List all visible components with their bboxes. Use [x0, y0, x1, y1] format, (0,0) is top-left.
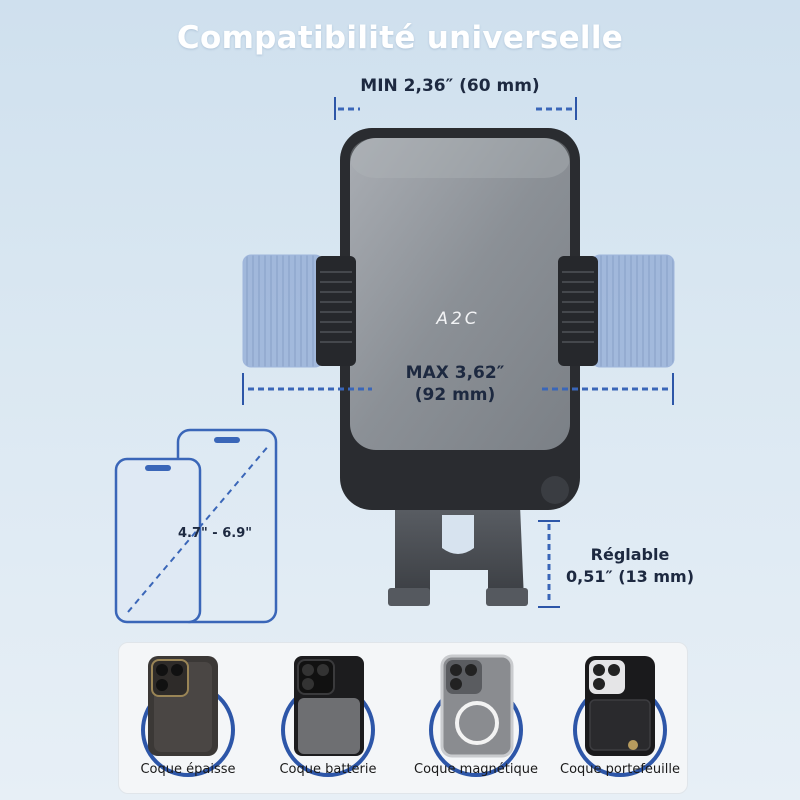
case-label-wallet: Coque portefeuille	[560, 762, 680, 777]
adjustable-line1: Réglable	[590, 545, 670, 564]
min-width-label: MIN 2,36″ (60 mm)	[360, 76, 540, 96]
max-width-line2: (92 mm)	[414, 385, 496, 405]
left-grip	[316, 256, 356, 366]
min-dimension-marker	[334, 97, 577, 120]
phone-size-range: 4.7" - 6.9"	[177, 526, 253, 541]
right-arm-extended	[591, 254, 675, 368]
phone-small-outline	[114, 457, 202, 624]
page-title: Compatibilité universelle	[176, 20, 624, 56]
max-width-label: MAX 3,62″ (92 mm)	[380, 362, 530, 406]
case-label-magnetic: Coque magnétique	[414, 762, 538, 777]
case-label-battery: Coque batterie	[279, 762, 377, 777]
left-arm-extended	[242, 254, 324, 368]
brand-logo: A2C	[435, 309, 479, 329]
wallet-case-icon	[573, 656, 667, 777]
magnetic-case-icon	[429, 654, 523, 777]
right-grip	[558, 256, 598, 366]
case-label-thick: Coque épaisse	[140, 762, 236, 777]
phone-size-diagonal	[127, 443, 271, 613]
battery-case-icon	[281, 656, 375, 777]
adjustable-line2: 0,51″ (13 mm)	[566, 567, 694, 586]
holder-body	[340, 128, 580, 510]
max-dimension-marker	[242, 373, 674, 405]
vent-clip-stand	[388, 505, 528, 606]
leather-case-icon	[141, 656, 235, 777]
adjustable-label: Réglable 0,51″ (13 mm)	[560, 544, 700, 588]
max-width-line1: MAX 3,62″	[405, 363, 505, 383]
height-adjust-marker	[538, 520, 560, 608]
